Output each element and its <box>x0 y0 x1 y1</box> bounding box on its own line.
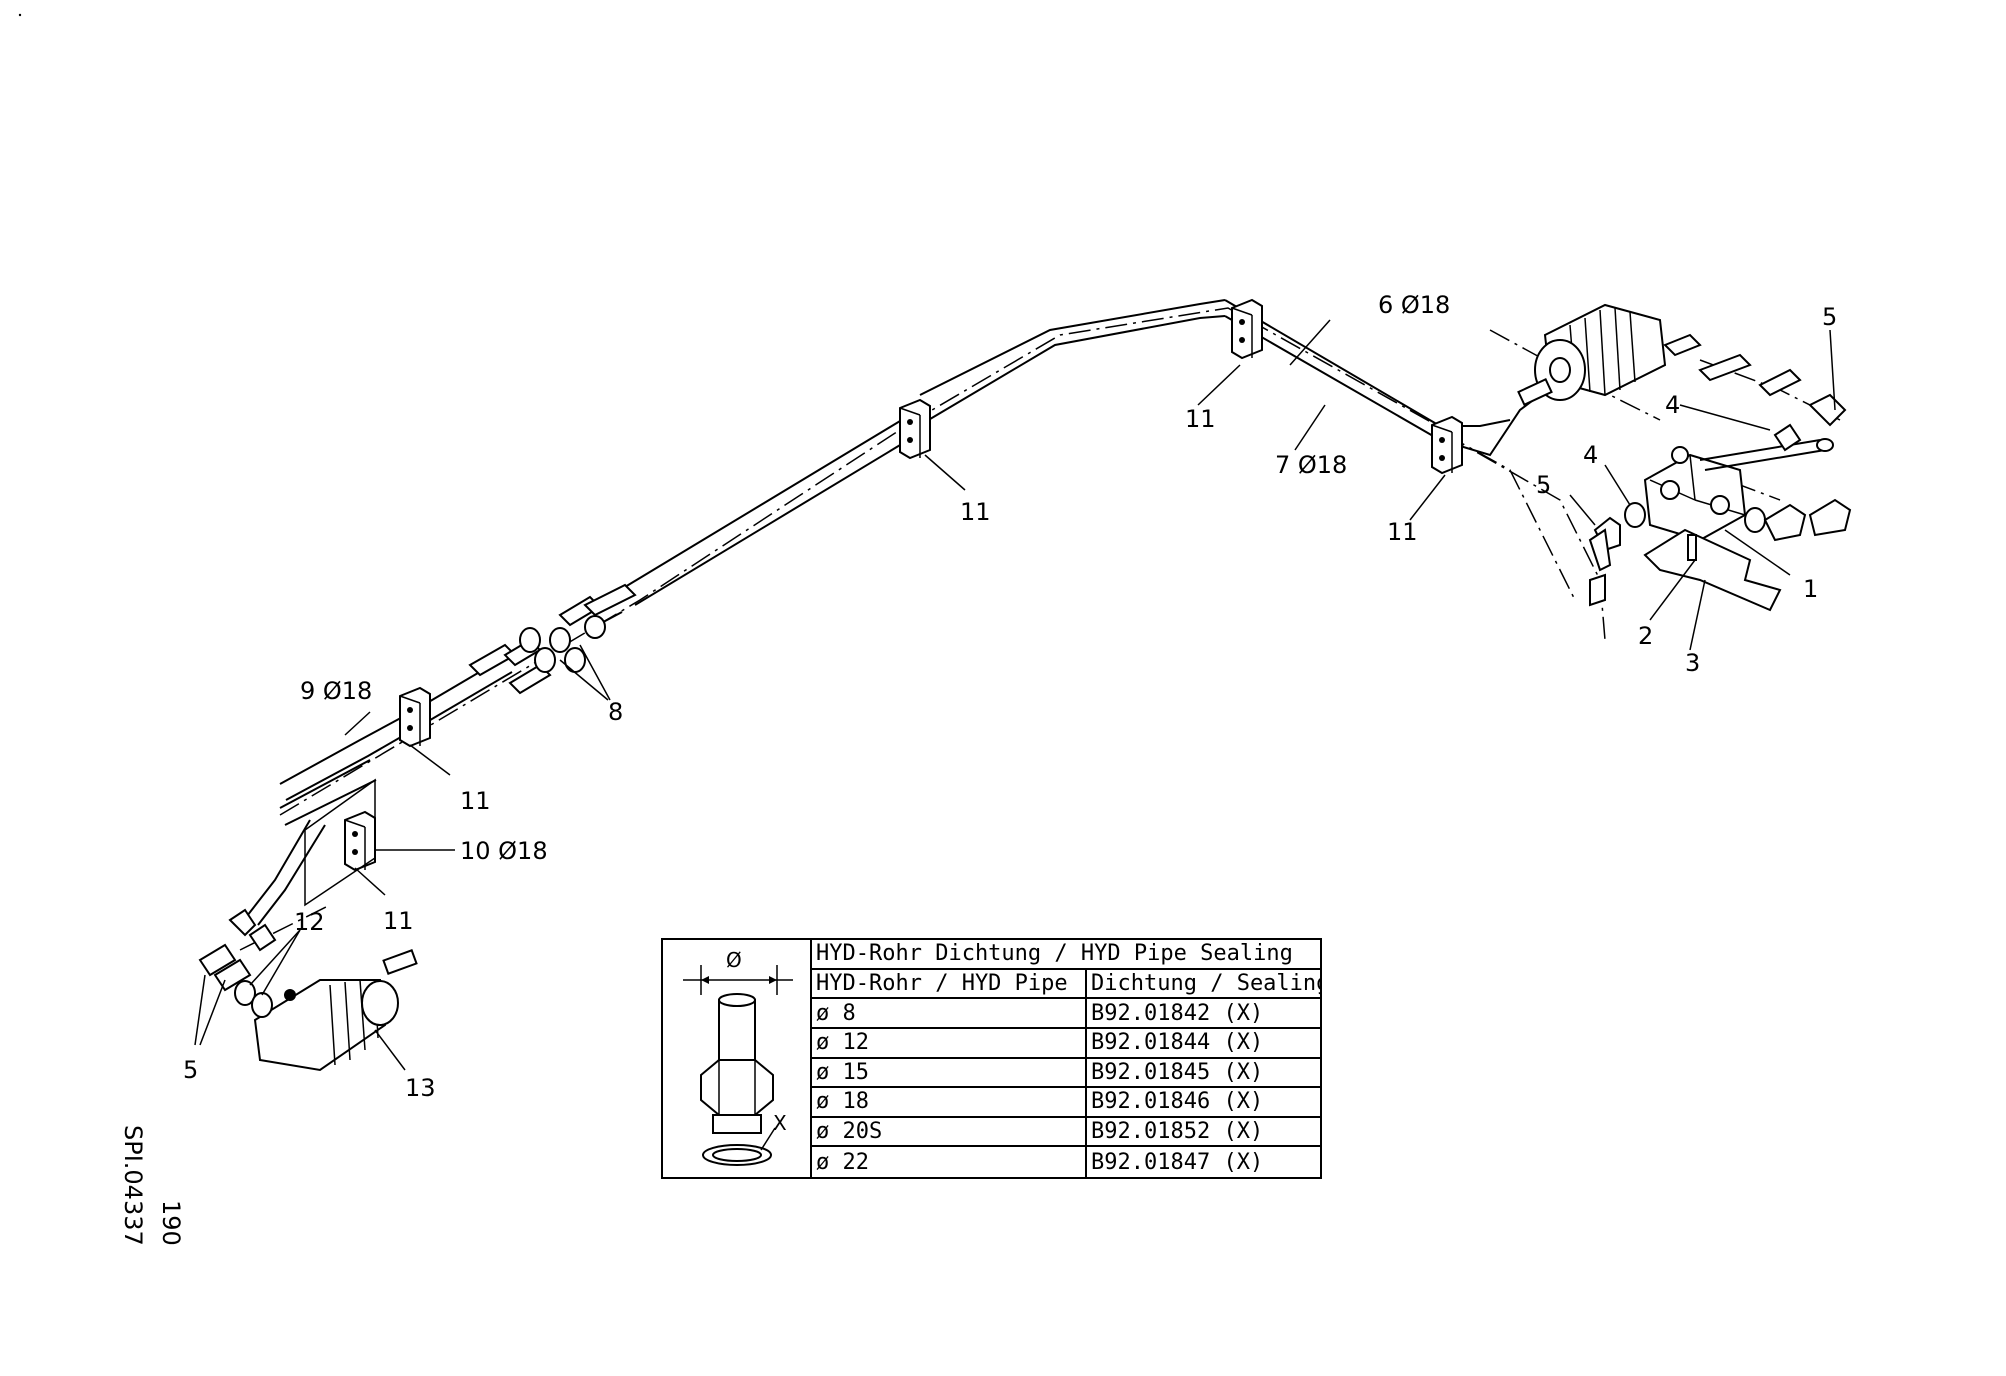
pipe-size: ø 22 <box>812 1147 1087 1177</box>
seal-part-number: B92.01845 (X) <box>1091 1059 1264 1085</box>
fitting-group-8 <box>468 583 637 695</box>
corner-mark <box>18 13 22 17</box>
pipe-clamp <box>1431 415 1463 475</box>
table-row: ø 22 B92.01847 (X) <box>812 1147 1320 1177</box>
diameter-symbol: Ø <box>726 948 742 972</box>
seal-part-number: B92.01847 (X) <box>1091 1149 1264 1175</box>
table-row: ø 15 B92.01845 (X) <box>812 1058 1320 1089</box>
table-title: HYD-Rohr Dichtung / HYD Pipe Sealing <box>816 941 1293 967</box>
bulkhead-plate <box>304 778 455 907</box>
callout-11: 11 <box>1387 518 1418 546</box>
table-row: ø 8 B92.01842 (X) <box>812 999 1320 1029</box>
callout-3: 3 <box>1685 649 1700 677</box>
callout-9: 9 Ø18 <box>300 677 372 705</box>
pipe-size: ø 20S <box>812 1117 1087 1146</box>
pipe-size: ø 18 <box>812 1088 1087 1116</box>
pipe-size: ø 8 <box>812 999 1087 1027</box>
pipe-clamp <box>1231 298 1263 360</box>
table-row: ø 18 B92.01846 (X) <box>812 1088 1320 1118</box>
seal-figure: Ø X <box>663 940 812 1177</box>
pipe-clamp <box>344 810 376 872</box>
seal-marker: X <box>773 1111 787 1135</box>
callout-10: 10 Ø18 <box>460 837 548 865</box>
table-row: ø 20S B92.01852 (X) <box>812 1117 1320 1148</box>
fittings-left <box>198 908 277 1018</box>
callout-11: 11 <box>1185 405 1216 433</box>
drawing-page-number: 190 <box>157 1200 185 1246</box>
pipe-run-10 <box>239 759 377 926</box>
leader-lines <box>194 319 1836 1071</box>
seal-part-number: B92.01844 (X) <box>1091 1030 1264 1056</box>
table-row: ø 12 B92.01844 (X) <box>812 1028 1320 1059</box>
callout-5: 5 <box>1536 471 1551 499</box>
callout-11: 11 <box>383 907 414 935</box>
pipe-size: ø 15 <box>812 1058 1087 1087</box>
control-valve <box>1643 438 1834 542</box>
callout-1: 1 <box>1803 575 1818 603</box>
callout-12: 12 <box>294 908 325 936</box>
pipe-clamp <box>899 398 931 460</box>
table-header-row: HYD-Rohr / HYD Pipe Dichtung / Sealing <box>812 969 1320 1000</box>
callout-4: 4 <box>1583 441 1598 469</box>
callout-11: 11 <box>960 498 991 526</box>
drawing-code: SPI.04337 <box>119 1125 147 1246</box>
seal-part-number: B92.01842 (X) <box>1091 1000 1264 1026</box>
table-title-row: HYD-Rohr Dichtung / HYD Pipe Sealing <box>812 940 1320 970</box>
hydraulic-pump-lower <box>253 949 418 1072</box>
pipe-size: ø 12 <box>812 1028 1087 1057</box>
callout-2: 2 <box>1638 622 1653 650</box>
pipe-sealing-table: Ø X HYD-Rohr Dichtung / HYD Pipe Sealing… <box>661 938 1322 1179</box>
hydraulic-pump-upper <box>1517 303 1667 407</box>
mounting-bracket <box>1643 528 1782 612</box>
callout-11: 11 <box>460 787 491 815</box>
pipe-clamp <box>399 686 431 748</box>
seal-part-number: B92.01846 (X) <box>1091 1089 1264 1115</box>
callout-5: 5 <box>1822 303 1837 331</box>
header-pipe: HYD-Rohr / HYD Pipe <box>812 969 1087 998</box>
callout-5: 5 <box>183 1056 198 1084</box>
fittings-right <box>1588 333 1852 607</box>
header-sealing: Dichtung / Sealing <box>1091 970 1320 996</box>
callout-13: 13 <box>405 1074 436 1102</box>
callout-8: 8 <box>608 698 623 726</box>
callout-4: 4 <box>1665 391 1680 419</box>
callout-6: 6 Ø18 <box>1378 291 1450 319</box>
seal-part-number: B92.01852 (X) <box>1091 1119 1264 1145</box>
seal-grid: HYD-Rohr Dichtung / HYD Pipe Sealing HYD… <box>812 940 1320 1177</box>
callout-7: 7 Ø18 <box>1275 451 1347 479</box>
